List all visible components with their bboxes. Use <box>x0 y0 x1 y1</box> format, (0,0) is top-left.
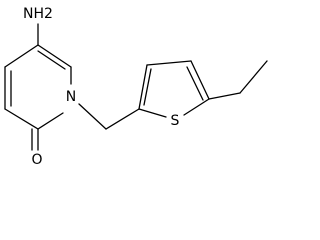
bond-tc5-s <box>183 98 210 116</box>
molecule-structure: NH2 N O S <box>4 6 268 168</box>
bond-c3-c2 <box>4 108 39 130</box>
bond-c2-n1 <box>37 112 64 130</box>
atom-labels-group: NH2 N O S <box>23 6 180 168</box>
bond-s-tc2 <box>138 108 167 118</box>
bonds-group <box>4 23 268 151</box>
carbonyl-oxygen-label: O <box>31 152 42 168</box>
molecule-canvas: NH2 N O S <box>4 6 268 168</box>
bond-tc4-tc5 <box>190 60 210 100</box>
bond-tc4-tc5-inner <box>186 66 204 101</box>
thiophene-sulfur-label: S <box>171 113 180 129</box>
ring-nitrogen-label: N <box>66 89 76 105</box>
bond-ch2-ch3 <box>239 60 268 94</box>
amine-label: NH2 <box>23 6 53 22</box>
bond-c6-c5-inner <box>37 50 66 70</box>
bond-c5-c4 <box>4 44 39 68</box>
bond-n1-ch2 <box>78 103 107 130</box>
bond-tc2-tc3 <box>138 64 148 110</box>
bond-tc5-ch2 <box>208 92 241 100</box>
bond-c6-c5 <box>37 44 72 68</box>
bond-tc3-tc4 <box>146 60 192 66</box>
bond-tc2-tc3-inner <box>143 68 152 106</box>
bond-ch2-thiophene <box>105 108 140 130</box>
